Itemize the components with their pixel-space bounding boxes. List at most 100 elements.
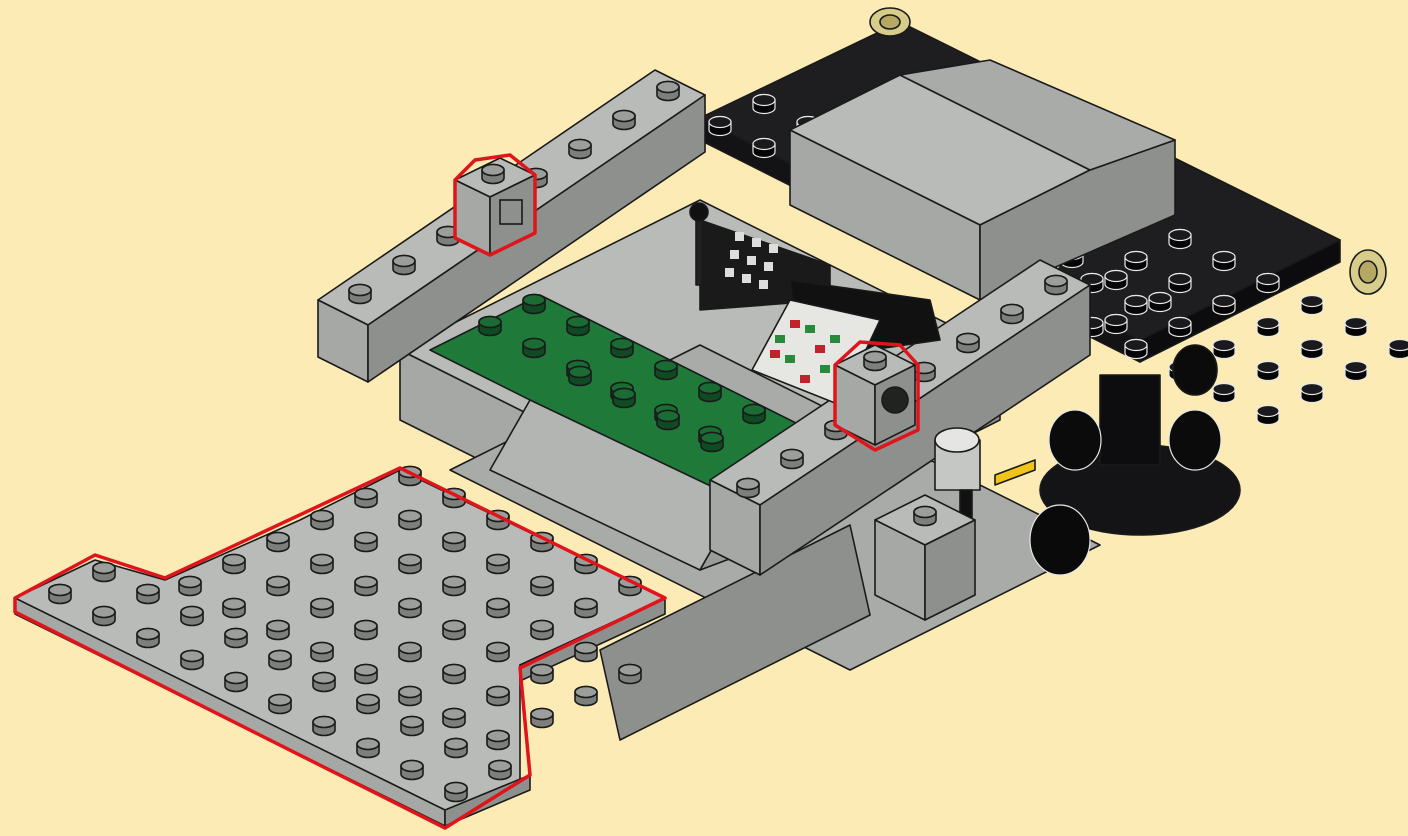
stud [401, 717, 423, 736]
highlight-brick-clip [455, 155, 535, 255]
stud [399, 555, 421, 574]
stud [269, 695, 291, 714]
stud [569, 140, 591, 159]
stud [1125, 296, 1147, 315]
stud [349, 285, 371, 304]
stud [531, 577, 553, 596]
stud [313, 673, 335, 692]
stud [523, 295, 545, 314]
stud [355, 489, 377, 508]
stud [1213, 384, 1235, 403]
stud [569, 367, 591, 386]
stud [1213, 252, 1235, 271]
stud [267, 621, 289, 640]
stud [1045, 276, 1067, 295]
stud [179, 577, 201, 596]
stud [401, 761, 423, 780]
stud [311, 599, 333, 618]
stud [443, 665, 465, 684]
stud [737, 479, 759, 498]
stud [399, 687, 421, 706]
stud [225, 629, 247, 648]
stud [93, 563, 115, 582]
stud [575, 643, 597, 662]
stud [487, 555, 509, 574]
stud [657, 82, 679, 101]
stud [181, 651, 203, 670]
stud [743, 405, 765, 424]
stud [355, 665, 377, 684]
stud [1213, 340, 1235, 359]
stud [267, 577, 289, 596]
stud [487, 687, 509, 706]
stud [311, 643, 333, 662]
stud [137, 629, 159, 648]
stud [567, 317, 589, 336]
stud [753, 139, 775, 158]
stud [781, 450, 803, 469]
stud [1105, 271, 1127, 290]
stud [1213, 296, 1235, 315]
stud [701, 433, 723, 452]
stud [223, 599, 245, 618]
stud [1169, 230, 1191, 249]
stud [487, 731, 509, 750]
stud [93, 607, 115, 626]
stud [575, 687, 597, 706]
stud [1257, 406, 1279, 425]
stud [225, 673, 247, 692]
stud [357, 695, 379, 714]
stud [619, 665, 641, 684]
stud [709, 117, 731, 136]
stud [1169, 274, 1191, 293]
stud [611, 339, 633, 358]
engine-assembly [1030, 345, 1240, 575]
stud [753, 95, 775, 114]
stud [1257, 362, 1279, 381]
stud [613, 111, 635, 130]
stud [1169, 318, 1191, 337]
stud [399, 599, 421, 618]
axle-end-rear [870, 8, 910, 36]
stud [223, 555, 245, 574]
stud [313, 717, 335, 736]
stud [399, 643, 421, 662]
stud [489, 761, 511, 780]
stud [479, 317, 501, 336]
stud [1301, 296, 1323, 315]
stud [1389, 340, 1408, 359]
stud [443, 577, 465, 596]
stud [1257, 318, 1279, 337]
stud [1125, 340, 1147, 359]
stud [531, 665, 553, 684]
gray-side-block [875, 495, 975, 620]
stud [655, 361, 677, 380]
stud [575, 599, 597, 618]
stud [393, 256, 415, 275]
stud [357, 739, 379, 758]
stud [1345, 362, 1367, 381]
stud [443, 709, 465, 728]
stud [487, 643, 509, 662]
stud [355, 577, 377, 596]
stud [657, 411, 679, 430]
stud [311, 555, 333, 574]
stud [1345, 318, 1367, 337]
stud [523, 339, 545, 358]
stud [49, 585, 71, 604]
stud [399, 511, 421, 530]
stud [311, 511, 333, 530]
stud [445, 783, 467, 802]
stud [699, 383, 721, 402]
stud [355, 533, 377, 552]
stud [445, 739, 467, 758]
stud [487, 599, 509, 618]
stud [1125, 252, 1147, 271]
stud [1257, 274, 1279, 293]
stud [1301, 384, 1323, 403]
stud [1301, 340, 1323, 359]
stud [1149, 293, 1171, 312]
stud [531, 621, 553, 640]
